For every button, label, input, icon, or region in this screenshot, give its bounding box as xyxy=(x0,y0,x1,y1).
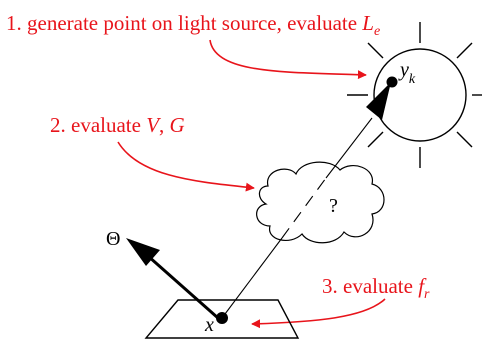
ray-arrowhead xyxy=(366,82,391,120)
visibility-ray-upper xyxy=(325,117,373,179)
surface-point-dot xyxy=(216,312,228,324)
visibility-ray-lower xyxy=(221,237,283,319)
direction-arrowhead xyxy=(126,238,160,266)
direction-label: Θ xyxy=(106,228,120,250)
step-3-label: 3. evaluate fr xyxy=(322,274,430,302)
surface-patch xyxy=(144,299,300,339)
light-point-label: yk xyxy=(398,59,416,87)
occluder-cloud xyxy=(256,161,385,244)
step-3-arrow xyxy=(251,298,386,329)
occluder-question-mark: ? xyxy=(329,195,338,217)
step-2-label: 2. evaluate V, G xyxy=(50,113,185,137)
light-source xyxy=(347,22,482,168)
visibility-ray-dashed xyxy=(281,177,327,239)
light-point-dot xyxy=(386,76,398,88)
step-1-arrow xyxy=(209,39,367,80)
surface-point-label: x xyxy=(204,314,214,336)
step-1-label: 1. generate point on light source, evalu… xyxy=(6,11,380,39)
step-2-arrow xyxy=(117,141,255,192)
direction-arrow-shaft xyxy=(147,254,219,320)
